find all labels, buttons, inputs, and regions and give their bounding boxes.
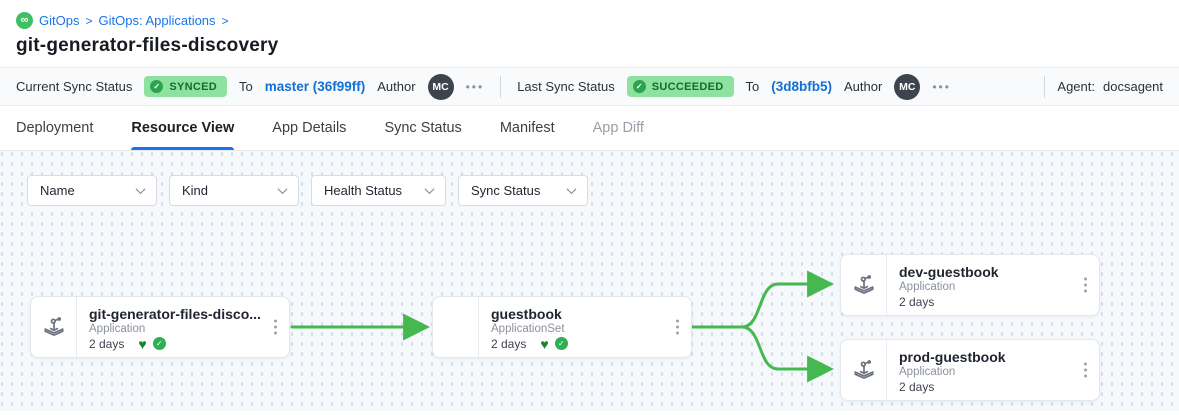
node-body: git-generator-files-disco... Application…: [77, 297, 289, 357]
current-author-avatar: MC: [427, 73, 454, 100]
check-icon: ✓: [632, 80, 646, 93]
graph-node-dev-guestbook[interactable]: dev-guestbook Application 2 days: [840, 254, 1100, 316]
filter-name-dropdown[interactable]: Name: [27, 175, 157, 206]
node-meta: 2 days ♥ ✓: [491, 337, 665, 351]
filter-health-status-dropdown[interactable]: Health Status: [311, 175, 446, 206]
health-heart-icon: ♥: [540, 335, 549, 352]
current-sync-status-badge: ✓ SYNCED: [144, 76, 227, 97]
agent-label: Agent:: [1057, 79, 1095, 94]
node-body: dev-guestbook Application 2 days: [887, 255, 1099, 315]
graph-node-prod-guestbook[interactable]: prod-guestbook Application 2 days: [840, 339, 1100, 401]
last-author-label: Author: [844, 79, 883, 94]
last-sync-status-value: SUCCEEDED: [651, 80, 724, 93]
agent-value: docsagent: [1103, 79, 1163, 94]
page-title: git-generator-files-discovery: [16, 35, 279, 56]
node-icon-column: [841, 255, 887, 315]
node-kebab-menu-icon[interactable]: [1080, 359, 1091, 382]
filter-sync-status-label: Sync Status: [471, 183, 541, 198]
page-header: ∞ GitOps > GitOps: Applications > git-ge…: [0, 0, 1179, 67]
tab-resource-view[interactable]: Resource View: [131, 106, 234, 150]
tab-deployment[interactable]: Deployment: [16, 120, 94, 136]
sync-status-bar: Current Sync Status ✓ SYNCED To master (…: [0, 67, 1179, 106]
argo-application-icon: [853, 275, 874, 294]
node-body: prod-guestbook Application 2 days: [887, 340, 1099, 400]
last-author-avatar: MC: [894, 73, 921, 100]
last-to-label: To: [745, 79, 760, 94]
filter-kind-dropdown[interactable]: Kind: [169, 175, 299, 206]
tab-bar: Deployment Resource View App Details Syn…: [0, 106, 1179, 151]
node-title: git-generator-files-disco...: [89, 305, 261, 322]
gitops-logo-icon: ∞: [16, 12, 33, 29]
node-age: 2 days: [89, 336, 125, 351]
health-heart-icon: ♥: [138, 335, 147, 352]
node-kind: Application: [899, 280, 956, 293]
tab-manifest[interactable]: Manifest: [499, 120, 555, 136]
node-age: 2 days: [899, 294, 935, 309]
synced-check-icon: ✓: [152, 337, 166, 350]
node-icon-column: [31, 297, 77, 357]
graph-node-git-generator[interactable]: git-generator-files-disco... Application…: [30, 296, 290, 358]
node-kebab-menu-icon[interactable]: [672, 316, 683, 339]
node-title: guestbook: [491, 305, 562, 322]
last-sync-status-badge: ✓ SUCCEEDED: [626, 76, 734, 97]
node-meta: 2 days ♥ ✓: [89, 337, 263, 351]
breadcrumb-separator: >: [85, 13, 93, 28]
node-icon-column: [433, 297, 479, 357]
current-author-label: Author: [377, 79, 416, 94]
node-title: prod-guestbook: [899, 348, 1006, 365]
node-meta: 2 days: [899, 295, 1073, 309]
current-sync-status-value: SYNCED: [169, 80, 217, 93]
node-kind: ApplicationSet: [491, 322, 565, 335]
chevron-down-icon: [135, 184, 146, 195]
chevron-down-icon: [424, 184, 435, 195]
breadcrumb-link-gitops[interactable]: GitOps: [39, 13, 80, 28]
filter-health-status-label: Health Status: [324, 183, 403, 198]
check-icon: ✓: [150, 80, 164, 93]
node-kind: Application: [89, 322, 146, 335]
last-revision-link[interactable]: (3d8bfb5): [771, 79, 833, 94]
filter-sync-status-dropdown[interactable]: Sync Status: [458, 175, 588, 206]
synced-check-icon: ✓: [554, 337, 568, 350]
current-revision-link[interactable]: master (36f99ff): [264, 79, 366, 94]
last-more-button[interactable]: •••: [932, 79, 951, 94]
chevron-down-icon: [566, 184, 577, 195]
last-sync-status-label: Last Sync Status: [517, 79, 615, 94]
current-sync-status-label: Current Sync Status: [16, 79, 133, 94]
node-age: 2 days: [899, 379, 935, 394]
filter-kind-label: Kind: [182, 183, 209, 198]
node-icon-column: [841, 340, 887, 400]
node-kebab-menu-icon[interactable]: [270, 316, 281, 339]
status-divider: [500, 75, 502, 98]
breadcrumb: ∞ GitOps > GitOps: Applications >: [16, 12, 1163, 29]
tab-app-diff[interactable]: App Diff: [592, 120, 644, 136]
tab-sync-status[interactable]: Sync Status: [384, 120, 462, 136]
filter-name-label: Name: [40, 183, 75, 198]
current-more-button[interactable]: •••: [465, 79, 485, 94]
node-meta: 2 days: [899, 380, 1073, 394]
node-age: 2 days: [491, 336, 527, 351]
node-kind: Application: [899, 365, 956, 378]
node-kebab-menu-icon[interactable]: [1080, 274, 1091, 297]
argo-application-icon: [43, 317, 64, 336]
chevron-down-icon: [277, 184, 288, 195]
graph-filters: Name Kind Health Status Sync Status: [27, 175, 588, 206]
current-to-label: To: [238, 79, 253, 94]
breadcrumb-separator: >: [221, 13, 229, 28]
tab-app-details[interactable]: App Details: [272, 120, 347, 136]
resource-graph-canvas: Name Kind Health Status Sync Status: [0, 151, 1179, 411]
agent-info: Agent: docsagent: [1040, 75, 1163, 98]
node-body: guestbook ApplicationSet 2 days ♥ ✓: [479, 297, 691, 357]
node-title: dev-guestbook: [899, 263, 999, 280]
breadcrumb-link-applications[interactable]: GitOps: Applications: [98, 13, 216, 28]
graph-node-guestbook[interactable]: guestbook ApplicationSet 2 days ♥ ✓: [432, 296, 692, 358]
argo-application-icon: [853, 360, 874, 379]
status-divider: [1044, 75, 1046, 98]
